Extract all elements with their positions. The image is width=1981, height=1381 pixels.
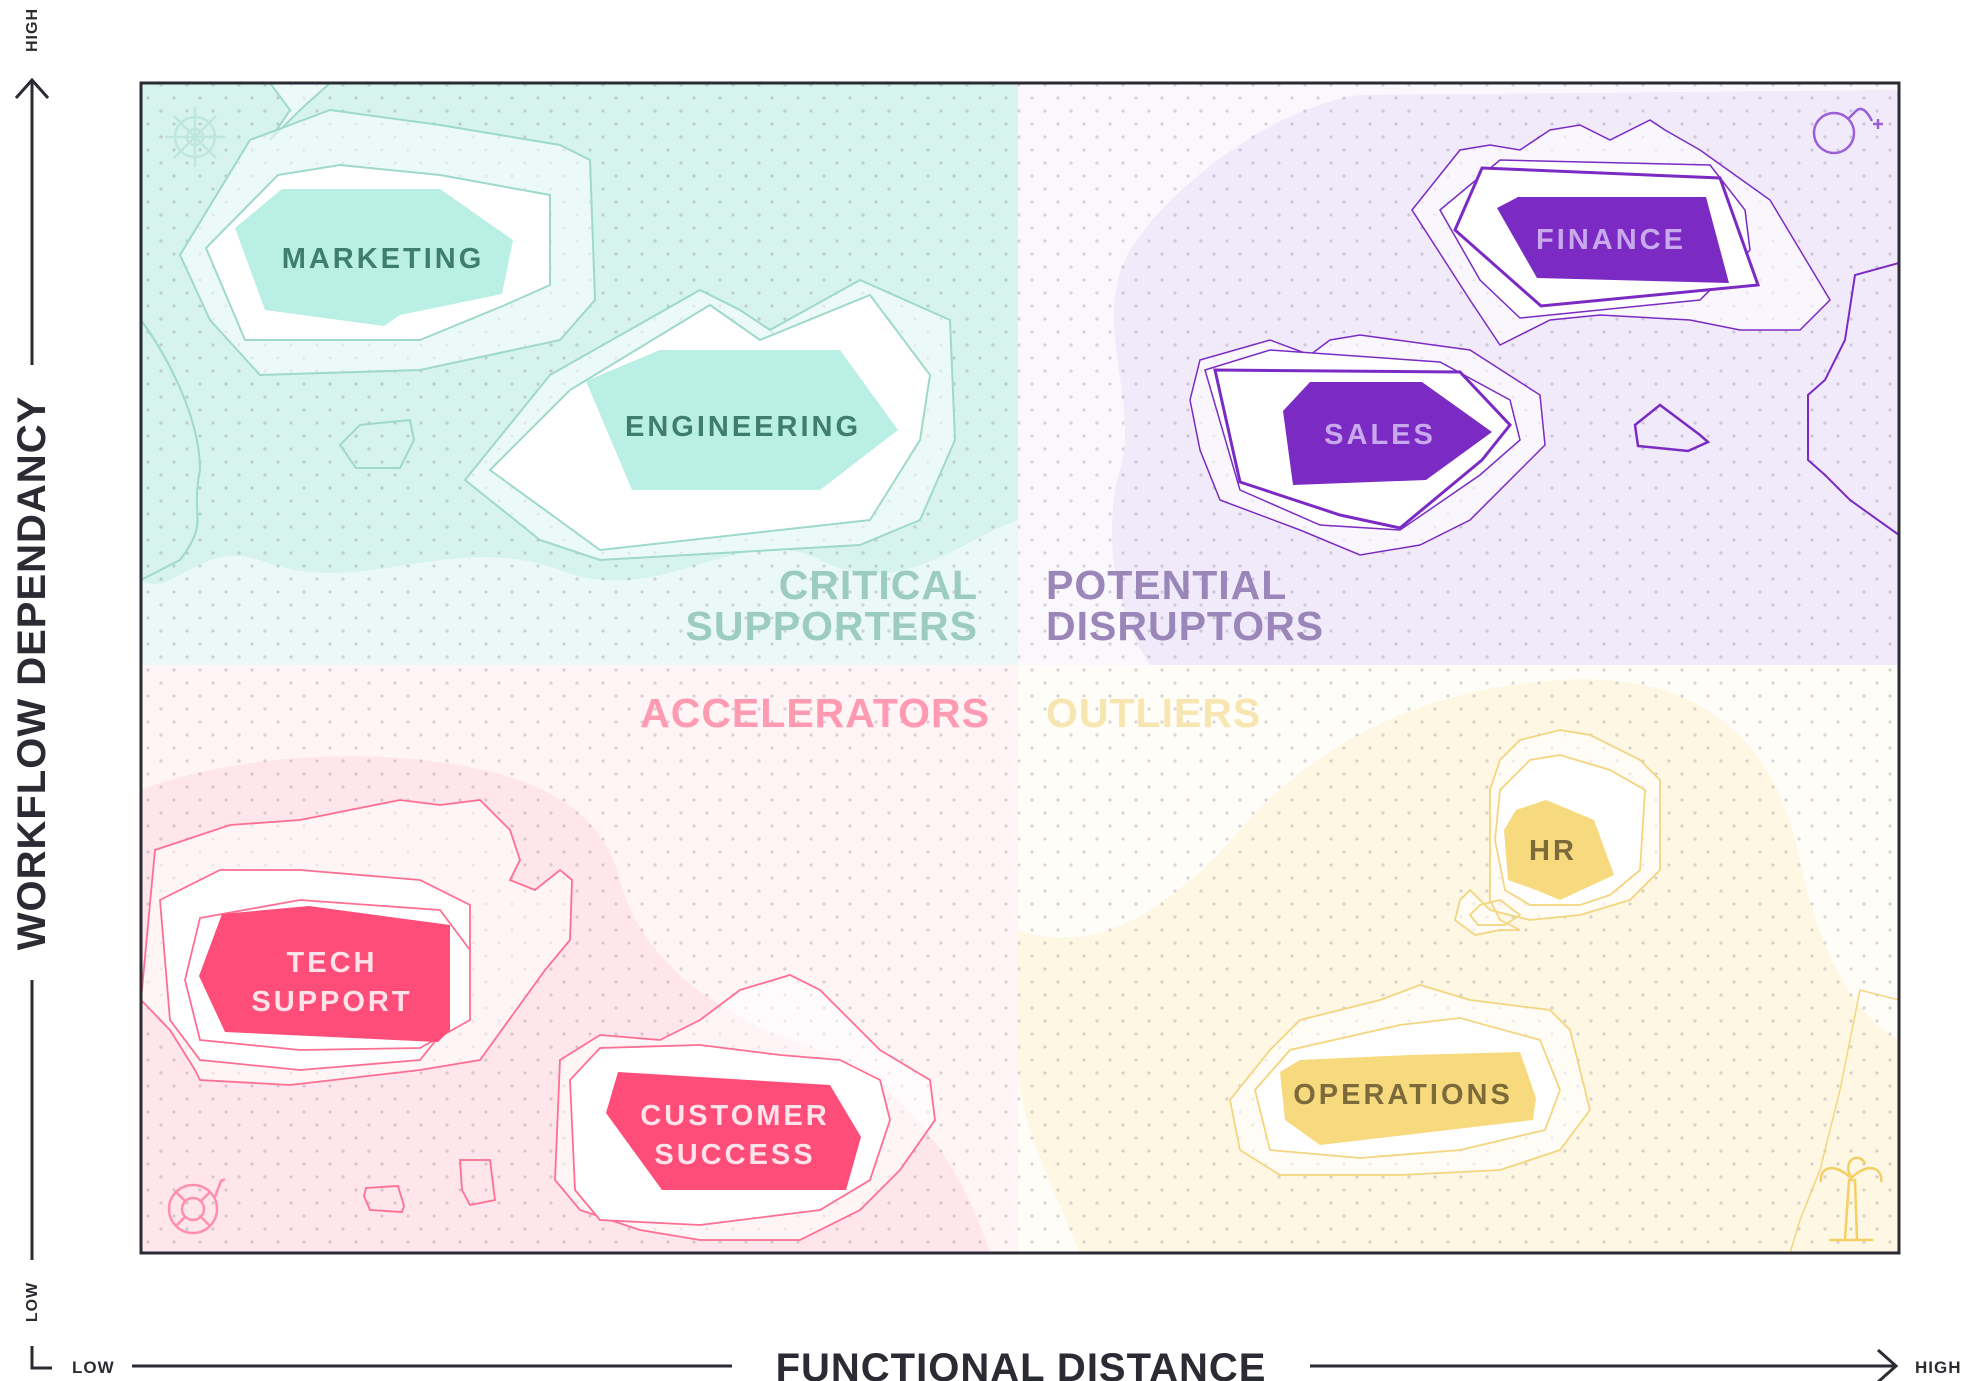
x-axis (132, 1348, 1899, 1381)
x-axis-title: FUNCTIONAL DISTANCE (776, 1346, 1267, 1381)
quadrant-accelerators-label: ACCELERATORS (640, 690, 990, 736)
operations-label: OPERATIONS (1293, 1079, 1513, 1111)
critical-rock (338, 418, 416, 469)
tech-support-island (199, 906, 450, 1042)
chart-frame (139, 81, 1901, 1255)
finance-label: FINANCE (1536, 224, 1686, 256)
y-axis-low-label: LOW (24, 1282, 41, 1322)
marketing-island (235, 189, 513, 326)
quadrant-critical-line1: CRITICAL (779, 562, 978, 608)
engineering-island (586, 350, 898, 490)
hr-label: HR (1529, 835, 1577, 867)
tech-support-label-line1: TECH (287, 947, 378, 979)
x-axis-low-label: LOW (72, 1358, 115, 1377)
y-axis-title: WORKFLOW DEPENDANCY (10, 396, 54, 951)
marketing-label: MARKETING (282, 243, 485, 275)
x-axis-arrowhead (1877, 1348, 1899, 1381)
x-axis-high-label: HIGH (1915, 1358, 1962, 1377)
customer-success-island (606, 1072, 861, 1190)
y-axis-high-label: HIGH (24, 8, 41, 52)
palm-tree-icon (1819, 1156, 1883, 1242)
finance-island (1497, 197, 1729, 283)
critical-island-cores (235, 189, 898, 490)
disruptor-island-cores (1283, 197, 1729, 485)
outlier-shore-right (1789, 989, 1899, 1253)
operations-island (1280, 1052, 1536, 1145)
sales-island (1283, 382, 1492, 485)
axis-origin-corner (30, 1346, 52, 1370)
quadrant-labels: CRITICAL SUPPORTERS POTENTIAL DISRUPTORS… (640, 562, 1324, 736)
accelerator-rock-1 (363, 1185, 405, 1213)
life-ring-icon (167, 1177, 226, 1235)
accelerator-island-cores (199, 906, 861, 1190)
tech-support-label-line2: SUPPORT (251, 986, 412, 1018)
bomb-icon (1812, 107, 1883, 155)
y-axis (14, 77, 52, 1370)
quadrant-critical-line2: SUPPORTERS (686, 603, 979, 649)
hr-rock (1468, 899, 1522, 926)
ship-wheel-icon (165, 107, 225, 167)
quadrant-disruptors-line2: DISRUPTORS (1046, 603, 1324, 649)
quadrant-disruptors-line1: POTENTIAL (1046, 562, 1287, 608)
sales-label: SALES (1324, 419, 1436, 451)
engineering-label: ENGINEERING (625, 411, 861, 443)
y-axis-arrowhead (14, 77, 50, 99)
customer-success-label-line2: SUCCESS (654, 1139, 815, 1171)
quadrant-outliers-label: OUTLIERS (1046, 690, 1261, 736)
hr-island (1504, 800, 1614, 900)
disruptor-shore-right (1807, 262, 1899, 536)
disruptor-rock (1633, 403, 1711, 453)
outlier-island-cores (1280, 800, 1614, 1145)
island-labels: MARKETING ENGINEERING FINANCE SALES TECH… (251, 224, 1686, 1171)
customer-success-label-line1: CUSTOMER (640, 1100, 829, 1132)
accelerator-rock-2 (459, 1159, 496, 1207)
